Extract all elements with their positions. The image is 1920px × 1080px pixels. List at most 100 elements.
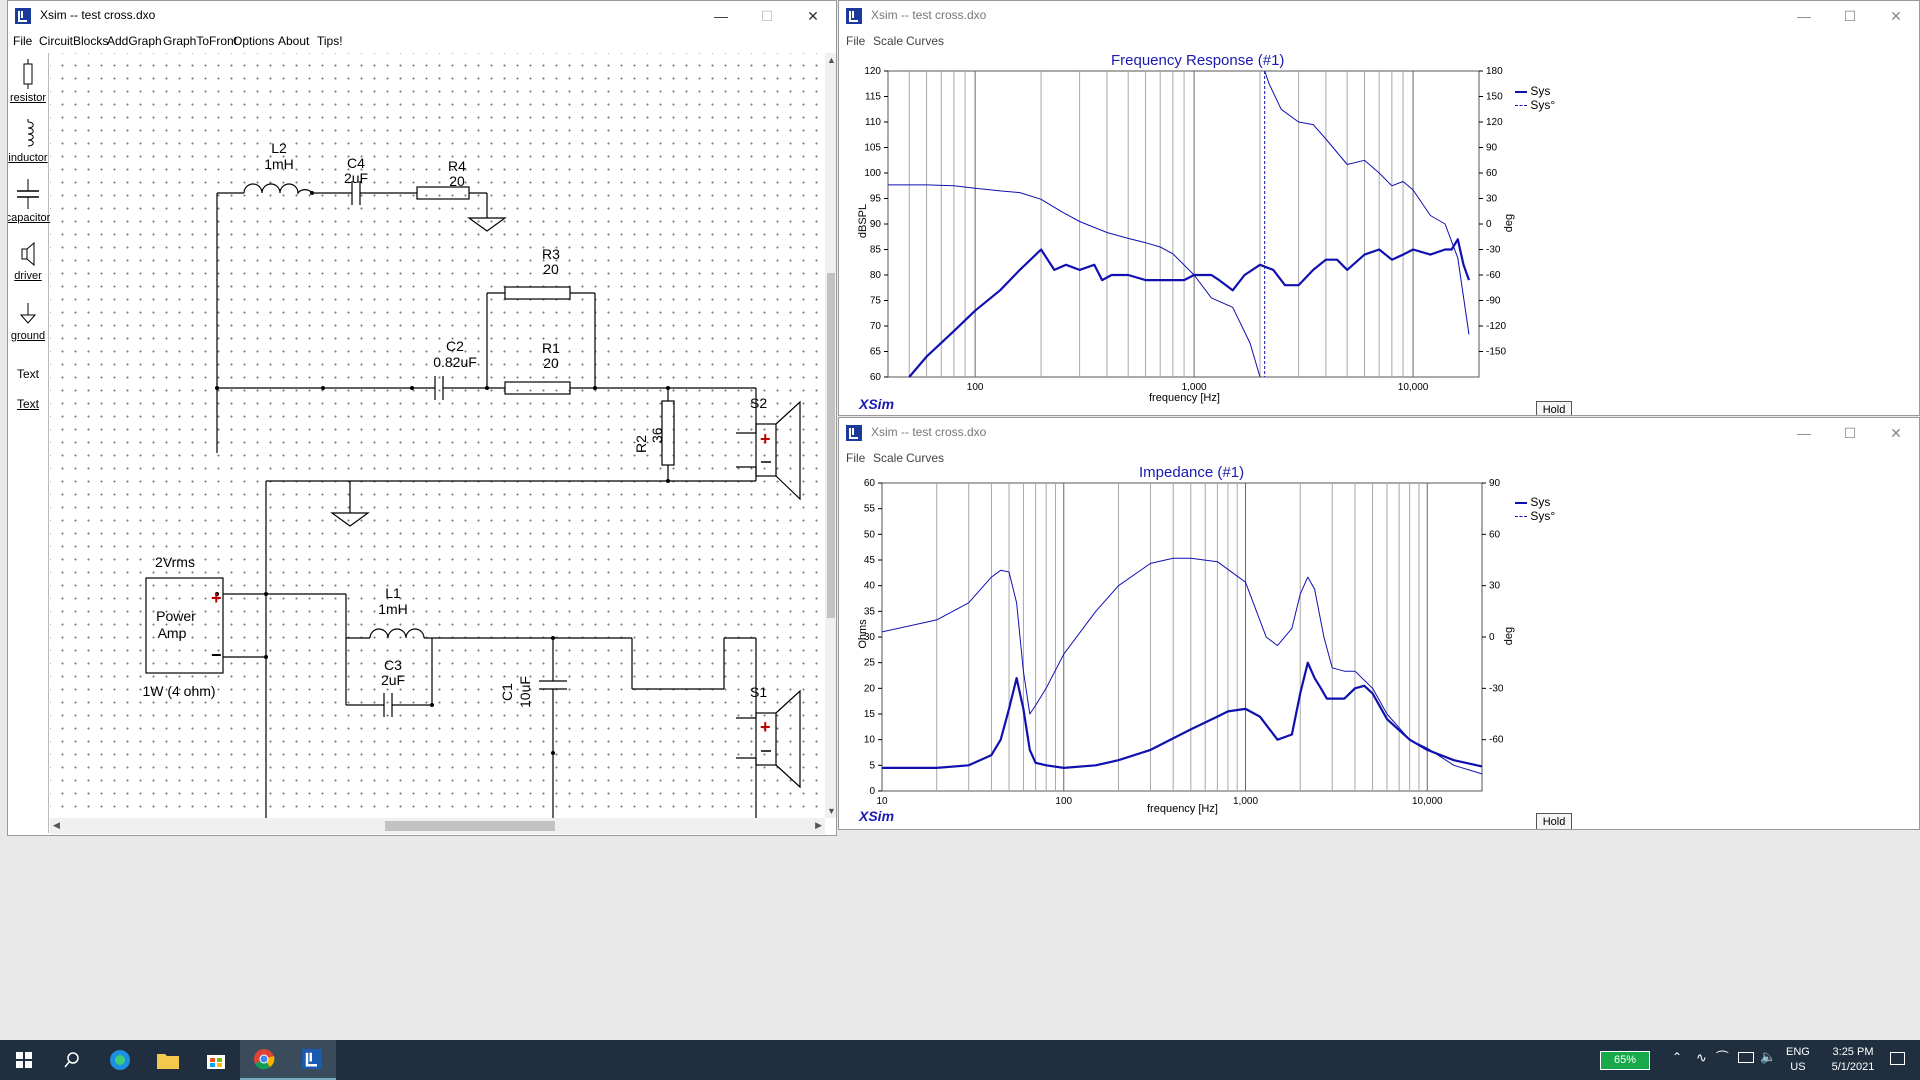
plot-area [881, 482, 1483, 792]
scroll-up-arrow[interactable]: ▲ [827, 55, 836, 65]
series-line-sys-phase [881, 557, 1483, 775]
chrome-taskbar-button[interactable] [240, 1040, 288, 1080]
label-c1-value: 10uF [517, 676, 533, 708]
clock[interactable]: 3:25 PM 5/1/2021 [1831, 1046, 1875, 1073]
label-r1-value: 20 [543, 355, 559, 371]
windows-taskbar: 65% ⌃ ∿ ⏜ 🔈 ENG US 3:25 PM 5/1/2021 [0, 1040, 1920, 1080]
y-tick-label: 120 [864, 66, 881, 77]
menu-options[interactable]: Options [233, 34, 275, 48]
search-button[interactable] [48, 1040, 96, 1080]
battery-icon[interactable] [1738, 1052, 1754, 1063]
wifi-icon[interactable]: ⏜ [1716, 1050, 1729, 1065]
tray-chevron-icon[interactable]: ⌃ [1672, 1050, 1683, 1064]
folder-icon [157, 1054, 179, 1069]
speaker-s1-box [755, 712, 777, 766]
store-taskbar-button[interactable] [192, 1040, 240, 1080]
y2-tick-label: 0 [1489, 632, 1495, 643]
label-l2-name: L2 [271, 140, 287, 156]
freq-titlebar[interactable]: Xsim -- test cross.dxo — ☐ ✕ [839, 1, 1919, 31]
menu-scale[interactable]: Scale [873, 451, 904, 465]
x-tick-label: 1,000 [1182, 382, 1207, 393]
tool-resistor[interactable]: resistor [8, 59, 51, 104]
file-explorer-taskbar-button[interactable] [144, 1040, 192, 1080]
menu-tips[interactable]: Tips! [317, 34, 343, 48]
label-c3-name: C3 [384, 657, 402, 673]
ground-symbol [467, 217, 507, 232]
tool-driver[interactable]: driver [8, 241, 51, 282]
close-button[interactable]: ✕ [1890, 7, 1902, 24]
scroll-left-arrow[interactable]: ◀ [53, 820, 60, 830]
xsim-app-icon [846, 425, 862, 441]
close-button[interactable]: ✕ [1890, 424, 1902, 441]
freq-xlabel: frequency [Hz] [1149, 392, 1220, 404]
tool-capacitor[interactable]: capacitor [8, 179, 51, 224]
menu-scale[interactable]: Scale [873, 34, 904, 48]
menu-file[interactable]: File [846, 34, 866, 48]
horizontal-scrollbar[interactable]: ◀ ▶ [50, 818, 825, 834]
main-menubar: File CircuitBlocks AddGraph GraphToFront… [8, 31, 836, 53]
close-button[interactable]: ✕ [807, 7, 819, 24]
label-amp-voltage: 2Vrms [155, 554, 195, 570]
maximize-button[interactable]: ☐ [760, 7, 774, 24]
edge-taskbar-button[interactable] [96, 1040, 144, 1080]
menu-circuitblocks[interactable]: CircuitBlocks [39, 34, 109, 48]
minimize-button[interactable]: — [714, 8, 728, 24]
hold-button[interactable]: Hold [1536, 401, 1572, 415]
series-line-sys-phase [888, 70, 1470, 378]
minimize-button[interactable]: — [1797, 425, 1811, 441]
xsim-taskbar-button[interactable] [288, 1040, 336, 1080]
menu-file[interactable]: File [846, 451, 866, 465]
menu-addgraph[interactable]: AddGraph [107, 34, 162, 48]
capacitor-icon [17, 179, 39, 209]
tool-text[interactable]: Text [16, 367, 39, 381]
maximize-button[interactable]: ☐ [1843, 424, 1857, 441]
tool-inductor[interactable]: inductor [8, 119, 51, 164]
legend-item-sys-phase: Sys° [1515, 509, 1555, 523]
language-indicator[interactable]: ENG US [1786, 1046, 1810, 1073]
schematic-canvas[interactable]: ++ + − L2 1mH C4 2uF R4 20 R3 20 C2 0.82… [50, 53, 825, 818]
vertical-scroll-thumb[interactable] [827, 273, 835, 618]
legend-item-sys-phase: Sys° [1515, 98, 1555, 112]
label-r2-value: 36 [649, 427, 665, 443]
menu-file[interactable]: File [13, 34, 33, 48]
menu-curves[interactable]: Curves [906, 34, 945, 48]
inductor-l1 [369, 628, 425, 639]
menu-about[interactable]: About [278, 34, 310, 48]
y2-tick-label: -60 [1489, 735, 1504, 746]
scroll-right-arrow[interactable]: ▶ [815, 820, 822, 830]
scroll-down-arrow[interactable]: ▼ [827, 806, 836, 816]
imp-xlabel: frequency [Hz] [1147, 803, 1218, 815]
horizontal-scroll-thumb[interactable] [385, 821, 555, 831]
tool-ground[interactable]: ground [8, 301, 51, 342]
y-tick-label: 75 [870, 296, 882, 307]
label-c4-value: 2uF [344, 170, 368, 186]
menu-curves[interactable]: Curves [906, 451, 945, 465]
y-tick-label: 95 [870, 194, 882, 205]
y2-tick-label: 90 [1489, 478, 1501, 489]
legend-item-sys: Sys [1515, 84, 1555, 98]
hold-button[interactable]: Hold [1536, 813, 1572, 829]
y-tick-label: 45 [864, 555, 876, 566]
vertical-scrollbar[interactable]: ▲ ▼ [825, 53, 836, 818]
imp-titlebar[interactable]: Xsim -- test cross.dxo — ☐ ✕ [839, 418, 1919, 448]
menu-graphtofront[interactable]: GraphToFront [163, 34, 238, 48]
inductor-l2 [243, 183, 313, 195]
y-tick-label: 100 [864, 168, 881, 179]
minimize-button[interactable]: — [1797, 8, 1811, 24]
y-tick-label: 50 [864, 529, 876, 540]
y-tick-label: 10 [864, 735, 876, 746]
main-titlebar[interactable]: Xsim -- test cross.dxo — ☐ ✕ [8, 1, 836, 31]
y-tick-label: 85 [870, 245, 882, 256]
y-tick-label: 5 [869, 760, 875, 771]
tool-text-underlined[interactable]: Text [16, 397, 39, 411]
label-r4-value: 20 [449, 173, 465, 189]
y2-tick-label: 60 [1486, 168, 1498, 179]
impedance-window: Xsim -- test cross.dxo — ☐ ✕ File Scale … [838, 417, 1920, 830]
maximize-button[interactable]: ☐ [1843, 7, 1857, 24]
battery-indicator[interactable]: 65% [1600, 1051, 1650, 1070]
notification-icon[interactable] [1890, 1052, 1905, 1065]
volume-icon[interactable]: 🔈 [1760, 1049, 1777, 1064]
search-icon [64, 1052, 79, 1068]
start-button[interactable] [0, 1040, 48, 1080]
network-icon[interactable]: ∿ [1696, 1050, 1707, 1065]
